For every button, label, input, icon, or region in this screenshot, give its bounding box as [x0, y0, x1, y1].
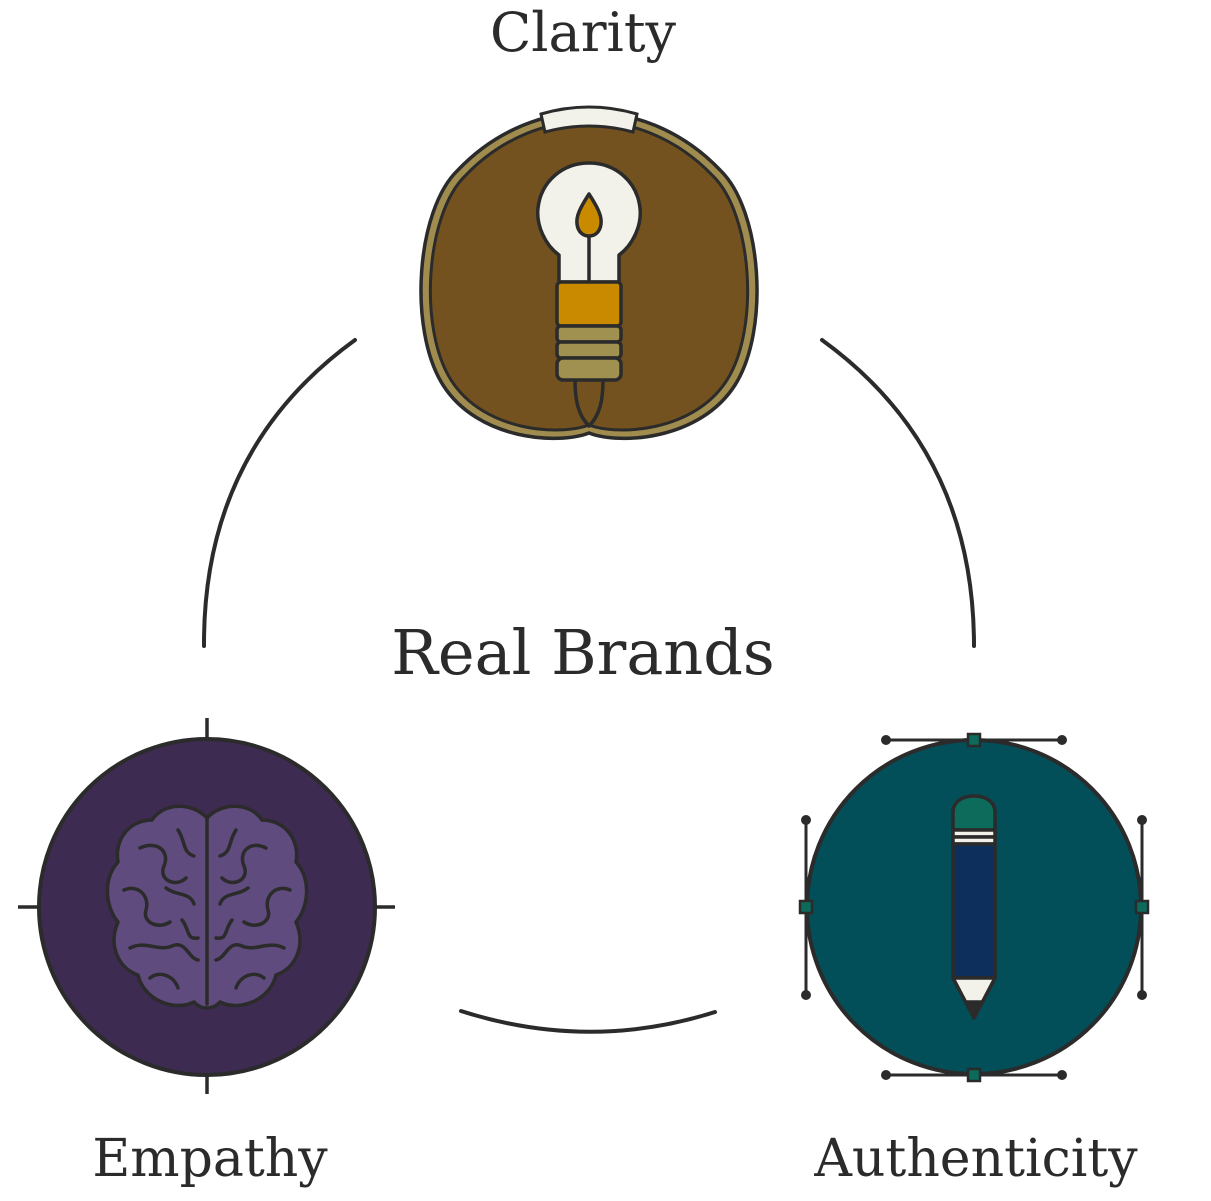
clarity-label: Clarity	[489, 1, 677, 64]
arc-clarity-empathy	[201, 338, 357, 648]
authenticity-node	[798, 732, 1150, 1083]
pencil-tip	[951, 976, 997, 1020]
bulb-cord	[573, 379, 605, 428]
authenticity-label: Authenticity	[814, 1129, 1138, 1189]
bezier-anchor-points	[798, 732, 1150, 1083]
pencil-eraser	[951, 794, 997, 832]
empathy-label: Empathy	[92, 1129, 328, 1189]
pencil-lead	[964, 1000, 984, 1020]
bulb-base-ring-3	[555, 356, 623, 382]
empathy-node	[18, 718, 395, 1094]
center-title: Real Brands	[391, 616, 775, 689]
bulb-collar	[555, 280, 623, 328]
brain-icon	[105, 804, 309, 1010]
bezier-handle-dots	[801, 735, 1147, 1080]
bulb-base-ring-2	[555, 340, 623, 360]
bulb-base-ring-1	[555, 324, 623, 344]
brain-folds	[122, 828, 292, 990]
arc-clarity-authenticity	[820, 338, 976, 648]
pencil-icon	[951, 794, 997, 1020]
lightbulb-icon	[536, 161, 642, 428]
clarity-node	[419, 105, 759, 441]
connector-arcs	[201, 338, 976, 1034]
pencil-body	[951, 842, 997, 980]
arc-empathy-authenticity	[459, 1009, 717, 1034]
clarity-clip	[539, 105, 639, 134]
